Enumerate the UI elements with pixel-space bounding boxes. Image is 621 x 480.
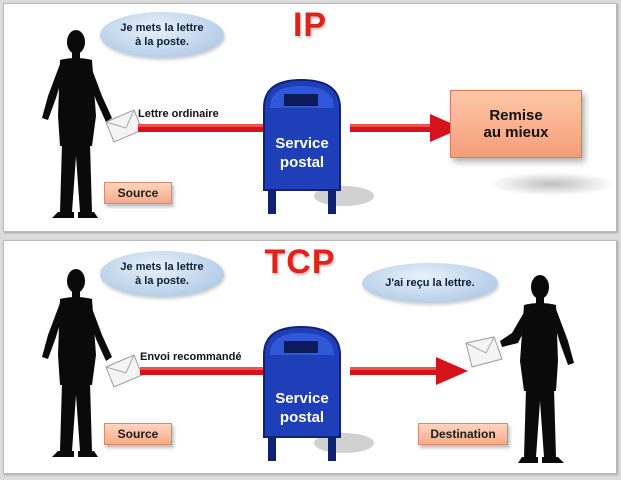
ip-title: IP — [292, 6, 328, 44]
receiver-speech-bubble: J'ai reçu la lettre. — [362, 263, 498, 303]
mailbox-icon — [263, 325, 374, 461]
sender-speech-bubble: Je mets la lettre à la poste. — [100, 251, 224, 297]
route-label: Envoi recommandé — [140, 351, 242, 363]
destination-label-box: Destination — [418, 423, 508, 445]
delivery-result-text: Remise au mieux — [483, 107, 549, 141]
tcp-title: TCP — [264, 243, 336, 281]
letter-envelope-icon — [105, 354, 143, 388]
arrow-left-segment — [138, 124, 270, 132]
mailbox-label: Service postal — [275, 390, 329, 426]
source-label-box: Source — [104, 423, 172, 445]
source-label-box: Source — [104, 182, 172, 204]
mailbox-label: Service postal — [275, 135, 329, 171]
result-shadow — [488, 172, 616, 196]
route-label: Lettre ordinaire — [138, 108, 219, 120]
delivery-result-box: Remise au mieux — [450, 90, 582, 158]
sender-speech-text: Je mets la lettre à la poste. — [120, 22, 204, 48]
sender-speech-bubble: Je mets la lettre à la poste. — [100, 12, 224, 58]
arrow-left-segment — [140, 367, 270, 375]
ip-panel: IP Je mets la lettre à la poste. Lettre … — [3, 3, 617, 232]
person-silhouette-icon — [42, 269, 112, 457]
arrow-right-icon — [350, 114, 462, 142]
person-silhouette-icon — [500, 275, 574, 463]
receiver-speech-text: J'ai reçu la lettre. — [385, 277, 475, 289]
mailbox-icon — [263, 78, 374, 214]
tcp-panel: TCP Je mets la lettre à la poste. Envoi … — [3, 240, 617, 474]
letter-envelope-icon — [465, 336, 503, 368]
person-silhouette-icon — [42, 30, 112, 218]
arrow-right-icon — [350, 357, 468, 385]
sender-speech-text: Je mets la lettre à la poste. — [120, 261, 204, 287]
